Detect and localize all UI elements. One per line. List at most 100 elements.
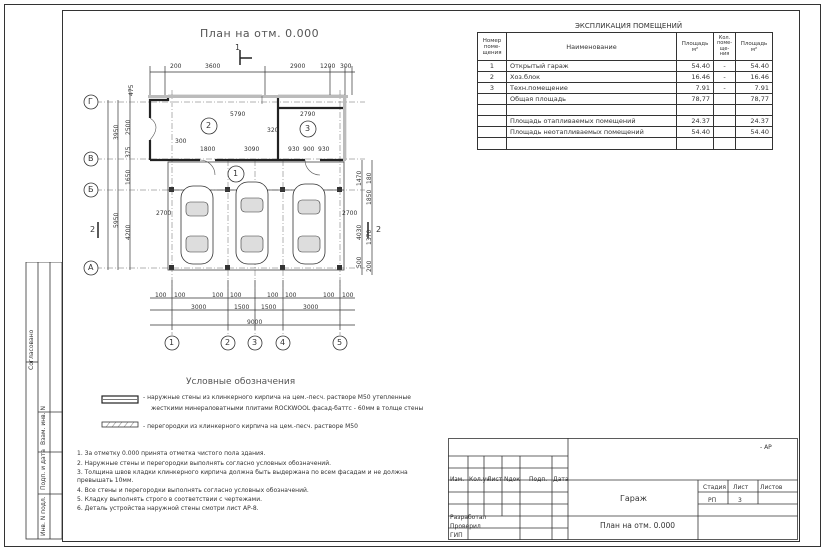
dim-top: 200	[170, 63, 182, 70]
dim-bottom1: 100	[323, 292, 335, 299]
plan-title: План на отм. 0.000	[200, 27, 320, 40]
dim-bottom2: 3000	[191, 304, 207, 311]
cell-area2: 78,77	[735, 93, 773, 105]
cell-qty: -	[713, 60, 736, 72]
title-sheets-label: Листов	[760, 484, 783, 491]
cell-area2: 24.37	[735, 115, 773, 127]
title-stage-label: Стадия	[703, 484, 727, 491]
note-line: 4. Все стены и перегородки выполнять сог…	[77, 487, 309, 494]
dim-top: 3600	[205, 63, 221, 70]
table-row: 2 Хоз.блок 16.46 - 16.46	[477, 71, 773, 83]
cell-area: 54.40	[676, 60, 715, 72]
note-line: 2. Наружные стены и перегородки выполнят…	[77, 460, 332, 467]
cell-area: 16.46	[676, 71, 715, 83]
sheet-frame	[62, 10, 800, 542]
dim-bottom1: 100	[267, 292, 279, 299]
dim-right: 4030	[356, 224, 363, 240]
header-num: Номер поме- щения	[477, 32, 507, 61]
dim-top: 300	[340, 63, 352, 70]
dim-left: 375	[125, 146, 132, 158]
dim-right: 200	[366, 260, 373, 272]
section-mark-left: 2	[90, 225, 96, 234]
title-block-code: - АР	[760, 444, 772, 451]
stamp-sign-date: Подп. и дата	[40, 449, 47, 490]
table-row	[477, 104, 773, 116]
note-line: 5. Кладку выполнять строго в соответстви…	[77, 496, 263, 503]
table-row: 1 Открытый гараж 54.40 - 54.40	[477, 60, 773, 72]
dim-left: 4200	[125, 224, 132, 240]
title-object: Гараж	[620, 494, 647, 503]
dim-bottom1: 100	[155, 292, 167, 299]
title-role-gip: ГИП	[450, 532, 463, 539]
table-row: Общая площадь 78,77 78,77	[477, 93, 773, 105]
note-line: 6. Деталь устройства наружной стены смот…	[77, 505, 259, 512]
dim-right: 1370	[366, 229, 373, 245]
cell-qty	[713, 93, 736, 105]
cell-area: 54.40	[676, 126, 715, 138]
cell-name: Техн.помещение	[505, 82, 678, 94]
axis-row-g: Г	[88, 97, 93, 106]
title-sheet-value: 3	[738, 497, 742, 504]
header-area: Площадь м²	[676, 32, 715, 61]
room-number-2: 2	[206, 121, 212, 130]
dim-right: 1850	[366, 189, 373, 205]
title-role-checker: Проверил	[450, 523, 481, 530]
legend-symbols	[101, 395, 139, 428]
dim-right: 1470	[356, 170, 363, 186]
axis-row-v: В	[88, 154, 94, 163]
cell-name: Общая площадь	[505, 93, 678, 105]
dim-bottom2: 1500	[234, 304, 250, 311]
dim-bottom1: 100	[342, 292, 354, 299]
dim-left: 475	[128, 84, 135, 96]
dim-left: 3950	[113, 124, 120, 140]
dim-bottom2: 3000	[303, 304, 319, 311]
title-col-list: Лист	[487, 476, 503, 483]
header-name: Наименование	[505, 32, 678, 61]
table-row: 3 Техн.помещение 7.91 - 7.91	[477, 82, 773, 94]
cell-area: 24.37	[676, 115, 715, 127]
legend-item-outer-wall-cont: жесткими минераловатными плитами ROCKWOO…	[151, 405, 424, 412]
title-col-ndok: Nдок	[504, 476, 520, 483]
cell-qty: -	[713, 71, 736, 83]
dim-mid: 320	[267, 127, 279, 134]
axis-row-b: Б	[88, 185, 94, 194]
dim-left: 5950	[113, 212, 120, 228]
explication-table: Номер поме- щения Наименование Площадь м…	[477, 32, 773, 150]
dim-bottom1: 100	[285, 292, 297, 299]
cell-name: Площадь отапливаемых помещений	[505, 115, 678, 127]
dim-left: 2500	[125, 119, 132, 135]
cell-area2: 54.40	[735, 126, 773, 138]
dim-bottom2: 1500	[261, 304, 277, 311]
title-role-developer: Разработал	[450, 514, 487, 521]
axis-col-4: 4	[280, 338, 286, 347]
dim-bottom1: 100	[212, 292, 224, 299]
cell-num: 3	[477, 82, 507, 94]
cell-name: Хоз.блок	[505, 71, 678, 83]
dim-top: 1200	[320, 63, 336, 70]
title-block-grid	[448, 438, 798, 540]
section-mark-right: 2	[376, 225, 382, 234]
table-row: Площадь отапливаемых помещений 24.37 24.…	[477, 115, 773, 127]
dim-mid: 1800	[200, 146, 216, 153]
axis-col-3: 3	[252, 338, 258, 347]
axis-col-2: 2	[225, 338, 231, 347]
floor-plan-drawing	[83, 50, 373, 351]
cell-area2: 7.91	[735, 82, 773, 94]
note-line: 1. За отметку 0.000 принята отметка чист…	[77, 450, 266, 457]
dim-top-inner: 5790	[230, 111, 246, 118]
sheet-outer-border	[4, 4, 821, 547]
header-qty: Кол. поме- ще- ния	[713, 32, 736, 61]
axis-col-1: 1	[169, 338, 175, 347]
stamp-agreed: Согласовано	[28, 329, 35, 370]
stamp-replace-inv: Взам. инв. N	[40, 406, 47, 445]
explication-title: ЭКСПЛИКАЦИЯ ПОМЕЩЕНИЙ	[575, 22, 683, 30]
title-col-koluch: Кол.уч	[469, 476, 490, 483]
room-number-3: 3	[305, 124, 311, 133]
dim-top: 2900	[290, 63, 306, 70]
dim-mid: 930	[288, 146, 300, 153]
cell-num	[477, 93, 507, 105]
cell-area: 7.91	[676, 82, 715, 94]
title-col-izm: Изм.	[450, 476, 465, 483]
note-line: 3. Толщина швов кладки клинкерного кирпи…	[77, 469, 408, 476]
axis-col-5: 5	[337, 338, 343, 347]
